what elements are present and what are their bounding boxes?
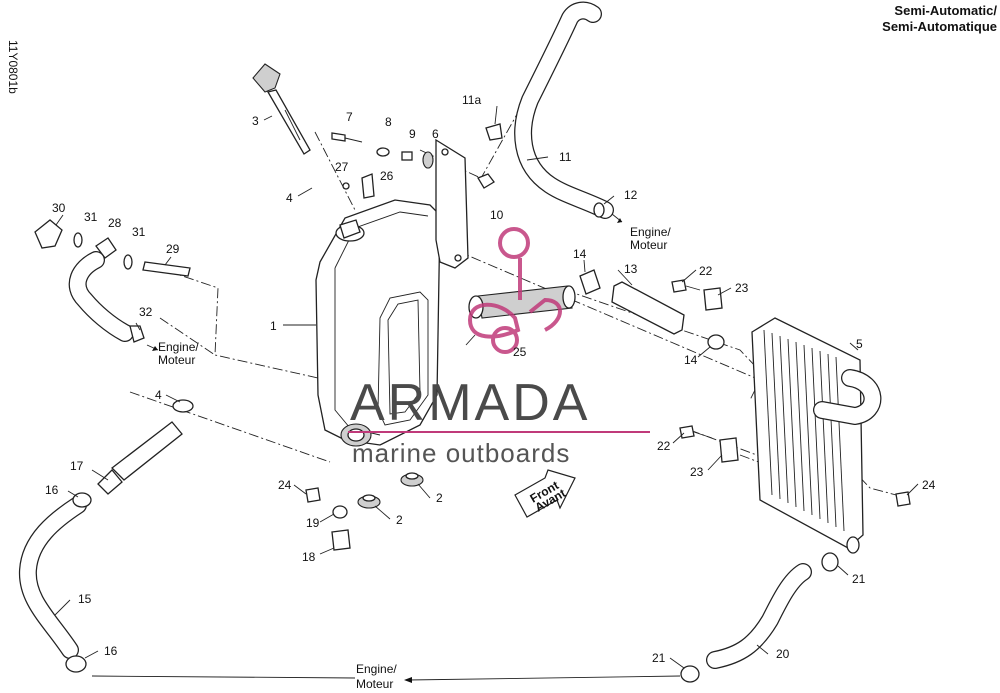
callout-31a: 31 xyxy=(84,210,98,224)
title-line-1: Semi-Automatic/ xyxy=(894,3,997,18)
engine-label-3-line1: Engine/ xyxy=(356,662,397,676)
engine-label-1-line2: Moteur xyxy=(630,238,667,252)
watermark-logo xyxy=(467,227,562,354)
callout-17: 17 xyxy=(70,459,84,473)
oil-cooler xyxy=(751,317,882,554)
hose-11 xyxy=(485,1,614,219)
callout-11: 11 xyxy=(559,150,572,164)
callout-30: 30 xyxy=(52,201,66,215)
callout-11a: 11a xyxy=(462,93,481,107)
callout-10: 10 xyxy=(490,208,504,222)
callout-32: 32 xyxy=(139,305,153,319)
callout-1: 1 xyxy=(270,319,277,333)
small-hardware xyxy=(331,132,495,239)
callout-2a: 2 xyxy=(396,513,403,527)
callout-14a: 14 xyxy=(573,247,587,261)
callout-31b: 31 xyxy=(132,225,146,239)
mount-hardware xyxy=(671,279,739,463)
callout-28: 28 xyxy=(108,216,122,230)
hose-13 xyxy=(579,269,725,350)
bottom-line-left xyxy=(91,675,356,679)
engine-label-3-line2: Moteur xyxy=(356,677,393,691)
callout-23b: 23 xyxy=(690,465,704,479)
callout-6: 6 xyxy=(432,127,439,141)
callout-16b: 16 xyxy=(104,644,118,658)
front-direction-badge: Front Avant xyxy=(514,469,576,518)
callout-18: 18 xyxy=(302,550,316,564)
tank-hardware xyxy=(305,472,911,551)
engine-label-2-line2: Moteur xyxy=(158,353,195,367)
callout-16a: 16 xyxy=(45,483,59,497)
callout-14b: 14 xyxy=(684,353,698,367)
hose-20 xyxy=(680,552,839,683)
callout-4a: 4 xyxy=(286,191,293,205)
callout-19: 19 xyxy=(306,516,320,530)
callout-22a: 22 xyxy=(699,264,713,278)
bottom-line-right xyxy=(407,675,681,681)
callout-22b: 22 xyxy=(657,439,671,453)
callout-15: 15 xyxy=(78,592,92,606)
diagram-code: 11Y0801b xyxy=(6,40,20,94)
callout-3: 3 xyxy=(252,114,259,128)
arrowhead-engine-1 xyxy=(617,218,622,223)
callout-23a: 23 xyxy=(735,281,749,295)
callout-27: 27 xyxy=(335,160,349,174)
callout-26: 26 xyxy=(380,169,394,183)
callout-13: 13 xyxy=(624,262,638,276)
callout-21b: 21 xyxy=(652,651,666,665)
callout-12: 12 xyxy=(624,188,638,202)
callout-20: 20 xyxy=(776,647,790,661)
callout-21a: 21 xyxy=(852,572,866,586)
callout-25: 25 xyxy=(513,345,527,359)
callouts: 1 2 2 3 4 4 5 6 7 8 9 10 11a 11 12 13 14… xyxy=(45,93,936,665)
engine-label-2-line1: Engine/ xyxy=(158,340,199,354)
callout-5: 5 xyxy=(856,337,863,351)
callout-2b: 2 xyxy=(436,491,443,505)
left-fitting-group xyxy=(34,219,191,343)
arrowhead-engine-3 xyxy=(404,677,412,683)
watermark-tagline: marine outboards xyxy=(352,438,570,468)
callout-29: 29 xyxy=(166,242,180,256)
tank-bracket xyxy=(435,138,469,269)
title-line-2: Semi-Automatique xyxy=(882,19,997,34)
callout-8: 8 xyxy=(385,115,392,129)
callout-9: 9 xyxy=(409,127,416,141)
engine-label-1-line1: Engine/ xyxy=(630,225,671,239)
arrowhead-engine-2 xyxy=(152,346,158,351)
callout-4b: 4 xyxy=(155,388,162,402)
callout-7: 7 xyxy=(346,110,353,124)
dipstick xyxy=(252,63,311,155)
watermark-brand: ARMADA xyxy=(350,374,590,432)
callout-leaders xyxy=(54,105,919,669)
hose-15 xyxy=(18,399,194,673)
callout-24b: 24 xyxy=(922,478,936,492)
callout-24a: 24 xyxy=(278,478,292,492)
